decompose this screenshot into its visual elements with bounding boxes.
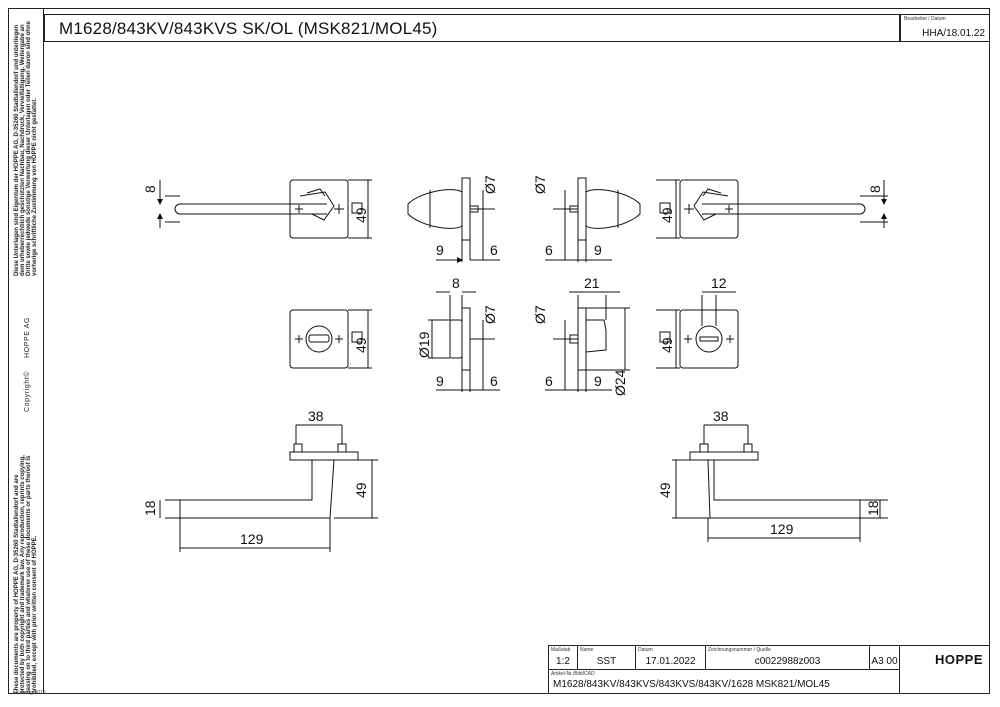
lever-front-view-right (656, 179, 888, 239)
name-cell: Name SST (578, 646, 636, 670)
article-value: M1628/843KV/843KVS/843KVS/843KV/1628 MSK… (553, 679, 830, 690)
date-value: 17.01.2022 (645, 656, 696, 667)
dim-129-left: 129 (240, 531, 264, 547)
drawing-frame (8, 8, 990, 694)
dim-d7-row1-right: Ø7 (532, 175, 548, 194)
dim-129-right: 129 (770, 521, 794, 537)
dim-9-row2-left: 9 (436, 373, 444, 389)
dim-12: 12 (711, 275, 727, 291)
dim-6-row1-right: 6 (545, 242, 553, 258)
dim-18-left: 18 (142, 500, 158, 516)
dim-d7-row2-left: Ø7 (482, 305, 498, 324)
dim-8-row2: 8 (452, 275, 460, 291)
dim-9-row1-right: 9 (594, 242, 602, 258)
scale-label: Maßstab (551, 647, 571, 653)
dim-49-row3-right: 49 (657, 482, 673, 498)
drawing-number-cell: Zeichnungsnummer / Quelle c0022988z003 (706, 646, 870, 670)
title-bar: M1628/843KV/843KVS SK/OL (MSK821/MOL45) (44, 14, 900, 42)
revision-label: Bearbeitet / Datum (904, 16, 946, 22)
dim-d7-row1-left: Ø7 (482, 175, 498, 194)
lever-top-view-left (159, 424, 378, 552)
scale-value: 1:2 (556, 656, 570, 667)
footer-note: Katalog 2016 (16, 690, 46, 696)
dim-38-right: 38 (713, 408, 729, 424)
dim-9-row2-right: 9 (594, 373, 602, 389)
date-cell: Datum 17.01.2022 (636, 646, 706, 670)
lever-side-view-right (545, 177, 641, 262)
emergency-release-front-view (656, 291, 739, 369)
turn-snib-front-view (289, 309, 372, 369)
lever-front-view-left (157, 179, 372, 239)
dim-d24: Ø24 (612, 369, 628, 396)
drawing-number-value: c0022988z003 (754, 656, 821, 667)
date-label: Datum (638, 647, 653, 653)
dim-21: 21 (584, 275, 600, 291)
name-label: Name (580, 647, 594, 653)
dim-8-right: 8 (867, 185, 883, 193)
dim-38-left: 38 (308, 408, 324, 424)
revision-value: HHA/18.01.22 (922, 28, 985, 39)
lever-side-view-left (407, 177, 500, 263)
title-block: Maßstab 1:2 Name SST Datum 17.01.2022 Ze… (548, 645, 990, 694)
dim-6-row2-right: 6 (545, 373, 553, 389)
dim-6-row1-left: 6 (490, 242, 498, 258)
drawing-title: M1628/843KV/843KVS SK/OL (MSK821/MOL45) (59, 19, 438, 38)
hoppe-logo: HOPPE (934, 652, 983, 667)
lever-top-view-right (672, 424, 888, 542)
turn-snib-side-view (428, 291, 500, 392)
dim-49-row1-left: 49 (353, 207, 369, 223)
dim-49-row3-left: 49 (353, 482, 369, 498)
logo-cell: HOPPE (900, 646, 990, 694)
name-value: SST (596, 656, 617, 667)
format-value: A3 00 (871, 656, 898, 667)
dim-d19: Ø19 (416, 331, 432, 358)
dim-6-row2-left: 6 (490, 373, 498, 389)
dim-d7-row2-right: Ø7 (532, 305, 548, 324)
dim-9-row1-left: 9 (436, 242, 444, 258)
scale-cell: Maßstab 1:2 (549, 646, 578, 670)
article-label: Artikel-Nr./Bild/CAD (551, 671, 595, 677)
dim-49-row2-left: 49 (353, 337, 369, 353)
drawing-number-label: Zeichnungsnummer / Quelle (708, 647, 771, 653)
dim-18-right: 18 (865, 500, 881, 516)
dim-49-row1-right: 49 (659, 207, 675, 223)
legal-margin: Diese Unterlagen sind Eigentum der HOPPE… (8, 8, 44, 694)
revision-box: Bearbeitet / Datum HHA/18.01.22 (900, 14, 990, 42)
format-cell: A3 00 (870, 646, 900, 670)
emergency-release-side-view (545, 291, 630, 392)
dim-49-row2-right: 49 (659, 337, 675, 353)
dim-8-left: 8 (142, 185, 158, 193)
article-row: Artikel-Nr./Bild/CAD M1628/843KV/843KVS/… (549, 670, 900, 694)
